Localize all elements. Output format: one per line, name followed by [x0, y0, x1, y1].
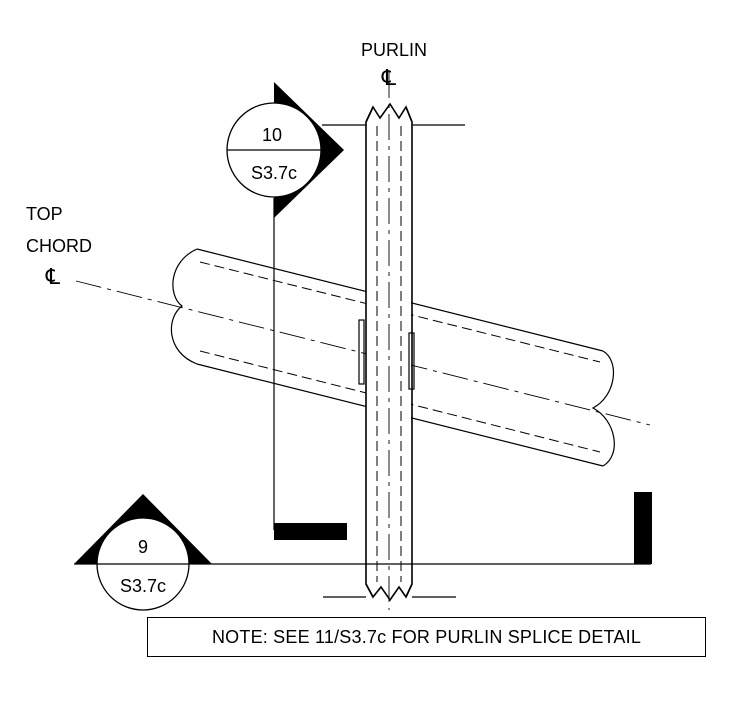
purlin-label: PURLIN [361, 40, 427, 60]
purlin-member [322, 72, 465, 610]
top-chord-inner-bottom [199, 350, 601, 453]
section-marker-9: 9 S3.7c [74, 494, 212, 611]
section-marker-10: 10 S3.7c [226, 82, 344, 218]
section-9-number: 9 [138, 537, 148, 557]
purlin-top-break [365, 102, 413, 123]
section-10-sheet: S3.7c [251, 163, 297, 183]
purlin-centerline-symbol: ℄ [381, 65, 397, 90]
section-10-number: 10 [262, 125, 282, 145]
section-10-view-bar [274, 523, 347, 540]
top-chord-centerline [75, 280, 651, 426]
purlin-bottom-break [365, 583, 413, 602]
top-chord-left-break [170, 248, 198, 365]
top-chord-inner-top [199, 261, 601, 363]
top-chord-label-chord: CHORD [26, 236, 92, 256]
clip-plate-left [358, 319, 365, 385]
section-9-view-bar [634, 492, 652, 564]
splice-detail-note: NOTE: SEE 11/S3.7c FOR PURLIN SPLICE DET… [147, 617, 706, 657]
top-chord-label-top: TOP [26, 204, 63, 224]
clip-plate-right [408, 332, 415, 390]
section-cut-10 [273, 198, 347, 540]
section-9-sheet: S3.7c [120, 576, 166, 596]
top-chord-centerline-symbol: ℄ [45, 264, 61, 289]
top-chord-pipe [75, 248, 651, 467]
top-chord-right-break [591, 350, 615, 467]
